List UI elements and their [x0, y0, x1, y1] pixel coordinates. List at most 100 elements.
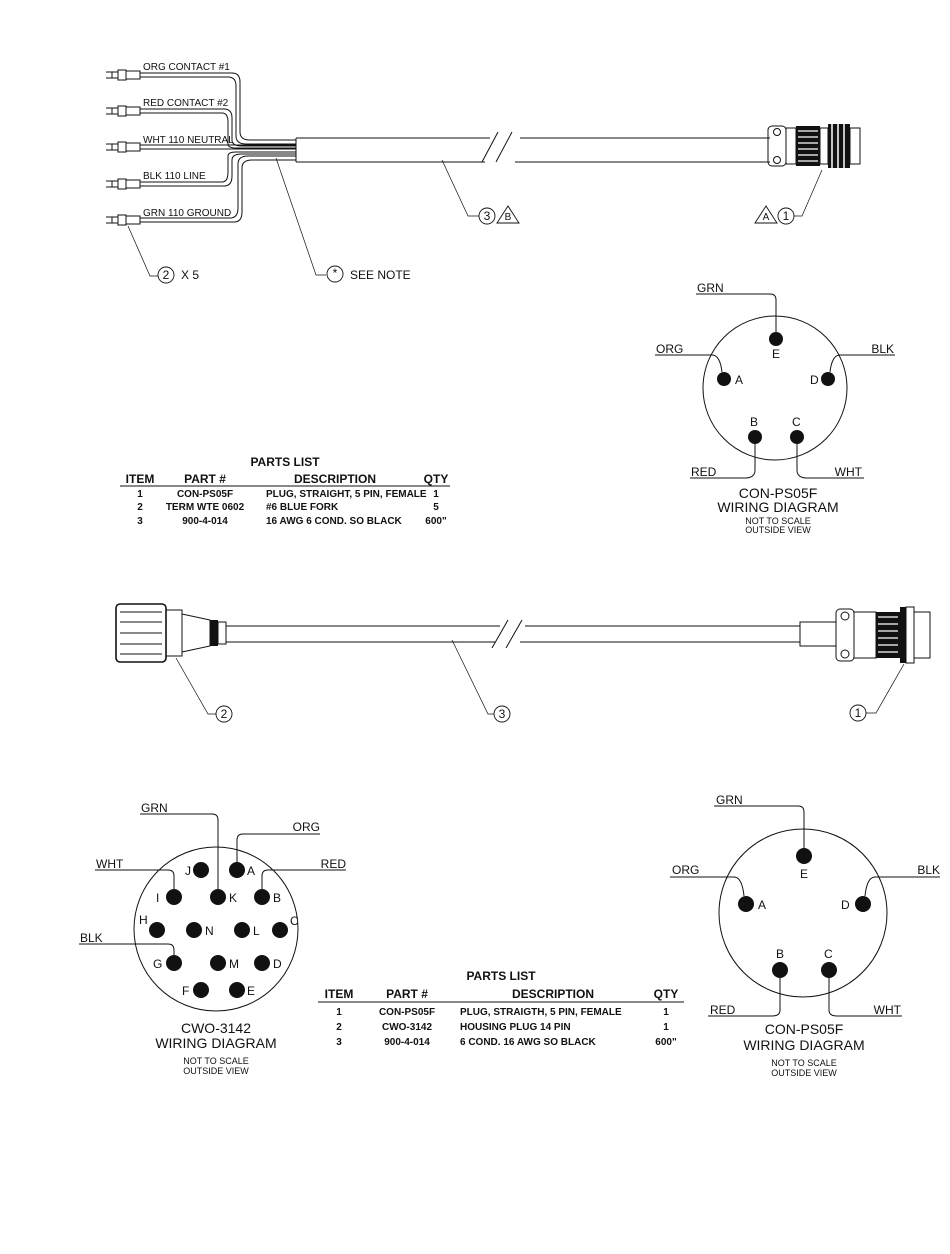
- svg-text:F: F: [182, 984, 189, 998]
- svg-text:16 AWG 6 COND. SO BLACK: 16 AWG 6 COND. SO BLACK: [266, 516, 403, 527]
- pin-g: [166, 955, 182, 971]
- connector-face-circle: [133, 846, 299, 1012]
- housing-plug-connector: [115, 603, 800, 663]
- svg-text:RED: RED: [710, 1003, 736, 1017]
- svg-text:CON-PS05F: CON-PS05F: [177, 489, 233, 500]
- svg-text:N: N: [205, 924, 214, 938]
- svg-text:D: D: [841, 898, 850, 912]
- svg-text:RED: RED: [321, 857, 347, 871]
- svg-text:D: D: [810, 373, 819, 387]
- pin-b: [748, 430, 762, 444]
- parts-list-1: PARTS LIST ITEM PART # DESCRIPTION QTY 1…: [120, 455, 450, 527]
- svg-text:3: 3: [336, 1037, 342, 1048]
- svg-text:K: K: [229, 891, 237, 905]
- pin-a: [717, 372, 731, 386]
- svg-text:E: E: [772, 347, 780, 361]
- svg-text:DESCRIPTION: DESCRIPTION: [294, 472, 376, 486]
- diagram-subtitle: WIRING DIAGRAM: [155, 1035, 276, 1051]
- svg-text:G: G: [153, 957, 162, 971]
- pin-m: [210, 955, 226, 971]
- svg-text:GRN: GRN: [697, 281, 724, 295]
- svg-text:RED: RED: [691, 465, 717, 479]
- pin-c: [790, 430, 804, 444]
- callout-see-note: * SEE NOTE: [275, 157, 411, 283]
- svg-text:3: 3: [499, 707, 506, 721]
- fork-terminal-1: [106, 69, 141, 81]
- svg-text:SEE NOTE: SEE NOTE: [350, 268, 411, 282]
- svg-text:CWO-3142: CWO-3142: [382, 1022, 432, 1033]
- cwo-wiring-diagram: J A I K B H N L C G M D F E GRN ORG WHT …: [79, 801, 346, 1076]
- svg-text:2: 2: [336, 1022, 342, 1033]
- svg-text:B: B: [273, 891, 281, 905]
- svg-text:WHT: WHT: [874, 1003, 902, 1017]
- pin-h: [149, 922, 165, 938]
- svg-text:600": 600": [655, 1037, 677, 1048]
- svg-text:J: J: [185, 864, 191, 878]
- harness-wires: [140, 72, 296, 223]
- wire-label-red: RED CONTACT #2: [143, 98, 229, 109]
- pin-e: [769, 332, 783, 346]
- svg-text:1: 1: [855, 706, 862, 720]
- svg-text:BLK: BLK: [871, 342, 894, 356]
- svg-text:WHT: WHT: [96, 857, 124, 871]
- svg-text:B: B: [750, 415, 758, 429]
- pin-i: [166, 889, 182, 905]
- pin-c: [821, 962, 837, 978]
- pin-k: [210, 889, 226, 905]
- callout-fork: 2 X 5: [127, 225, 199, 284]
- svg-text:D: D: [273, 957, 282, 971]
- svg-text:OUTSIDE VIEW: OUTSIDE VIEW: [745, 525, 811, 535]
- svg-text:3: 3: [484, 209, 491, 223]
- svg-text:A: A: [758, 898, 766, 912]
- svg-text:PLUG, STRAIGHT, 5 PIN, FEMALE: PLUG, STRAIGHT, 5 PIN, FEMALE: [266, 489, 427, 500]
- svg-text:HOUSING PLUG 14 PIN: HOUSING PLUG 14 PIN: [460, 1022, 571, 1033]
- svg-text:X 5: X 5: [181, 268, 199, 282]
- svg-text:1: 1: [433, 489, 439, 500]
- plug-connector-top: [767, 124, 861, 168]
- svg-text:M: M: [229, 957, 239, 971]
- svg-text:NOT TO SCALE: NOT TO SCALE: [183, 1056, 249, 1066]
- pin-j: [193, 862, 209, 878]
- svg-text:C: C: [290, 914, 299, 928]
- svg-text:DESCRIPTION: DESCRIPTION: [512, 987, 594, 1001]
- svg-text:OUTSIDE VIEW: OUTSIDE VIEW: [183, 1066, 249, 1076]
- svg-text:E: E: [247, 984, 255, 998]
- svg-text:5: 5: [433, 502, 439, 513]
- cable-break-symbol: [481, 131, 513, 163]
- revision-triangle-b: B: [505, 212, 512, 223]
- svg-text:C: C: [824, 947, 833, 961]
- svg-text:PART #: PART #: [386, 987, 428, 1001]
- svg-text:900-4-014: 900-4-014: [384, 1037, 430, 1048]
- svg-text:GRN: GRN: [141, 801, 168, 815]
- svg-text:2: 2: [221, 707, 228, 721]
- svg-text:PART #: PART #: [184, 472, 226, 486]
- svg-text:1: 1: [137, 489, 143, 500]
- svg-text:QTY: QTY: [654, 987, 679, 1001]
- svg-text:*: *: [333, 266, 338, 280]
- callout-plug-middle: 1: [849, 663, 905, 722]
- svg-text:QTY: QTY: [424, 472, 449, 486]
- callout-cable-top: 3 B: [441, 159, 520, 225]
- pin-d: [254, 955, 270, 971]
- svg-text:1: 1: [663, 1022, 669, 1033]
- svg-text:NOT TO SCALE: NOT TO SCALE: [771, 1058, 837, 1068]
- fork-terminal-4: [106, 178, 141, 190]
- callout-plug-top: A 1: [754, 169, 823, 225]
- wire-label-org: ORG CONTACT #1: [143, 62, 230, 73]
- svg-text:H: H: [139, 913, 148, 927]
- svg-text:WHT: WHT: [835, 465, 863, 479]
- svg-text:BLK: BLK: [917, 863, 940, 877]
- pin-a: [229, 862, 245, 878]
- svg-text:6 COND. 16 AWG SO BLACK: 6 COND. 16 AWG SO BLACK: [460, 1037, 597, 1048]
- svg-text:900-4-014: 900-4-014: [182, 516, 228, 527]
- pin-l: [234, 922, 250, 938]
- svg-text:A: A: [735, 373, 743, 387]
- pin-b: [254, 889, 270, 905]
- pin-d: [855, 896, 871, 912]
- svg-text:L: L: [253, 924, 260, 938]
- callout-housing: 2: [175, 657, 233, 723]
- diagram-subtitle: WIRING DIAGRAM: [743, 1037, 864, 1053]
- svg-text:ORG: ORG: [672, 863, 699, 877]
- svg-text:PLUG, STRAIGTH, 5 PIN, FEMALE: PLUG, STRAIGTH, 5 PIN, FEMALE: [460, 1007, 622, 1018]
